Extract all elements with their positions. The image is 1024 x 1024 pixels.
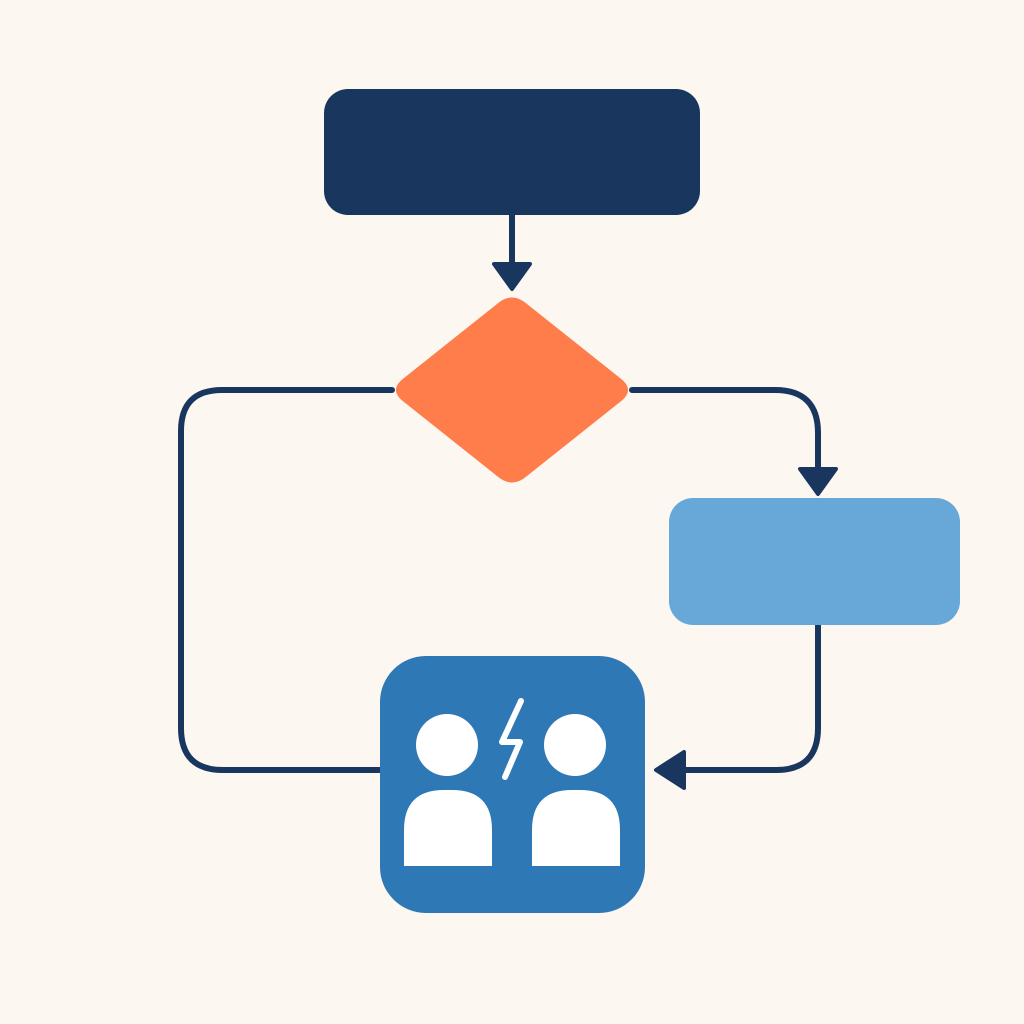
connector-process-to-collaboration: [681, 622, 821, 773]
arrowhead-into-decision: [492, 262, 532, 291]
start-box[interactable]: [324, 89, 700, 215]
arrowheads: [492, 262, 838, 790]
decision-diamond[interactable]: [396, 297, 628, 483]
collaboration-box-background: [380, 656, 645, 913]
person-left-body-icon: [404, 790, 492, 866]
arrowhead-into-process-box: [798, 467, 838, 496]
two-people-conflict-icon: [404, 698, 620, 866]
person-right-body-icon: [532, 790, 620, 866]
connector-decision-to-process: [629, 387, 821, 475]
person-left-head-icon: [416, 714, 478, 776]
connector-decision-to-collaboration: [178, 387, 395, 773]
collaboration-box[interactable]: [380, 656, 645, 913]
person-right-head-icon: [544, 714, 606, 776]
connectors: [178, 212, 821, 773]
arrowhead-into-collaboration-box: [654, 750, 686, 790]
process-box[interactable]: [669, 498, 960, 625]
lightning-bolt-icon: [499, 698, 524, 780]
